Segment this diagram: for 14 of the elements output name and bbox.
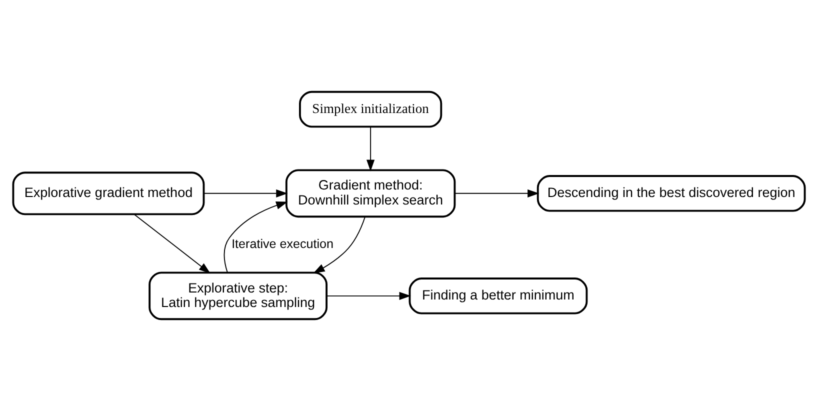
edge-label: Iterative execution [232,236,334,250]
arrow [313,216,366,273]
node-box: Simplex initialization [299,90,442,128]
node-box: Explorative step: Latin hypercube sampling [148,271,328,320]
arrow [454,188,540,197]
node-box: Explorative gradient method [12,171,205,215]
arrow [224,200,288,272]
arrow [134,213,211,274]
node-box: Finding a better minimum [408,277,588,314]
arrow [203,188,288,197]
arrow [366,126,375,171]
node-box: Gradient method: Downhill simplex search [285,168,456,218]
arrow [326,291,411,300]
node-box: Descending in the best discovered region [536,174,806,212]
